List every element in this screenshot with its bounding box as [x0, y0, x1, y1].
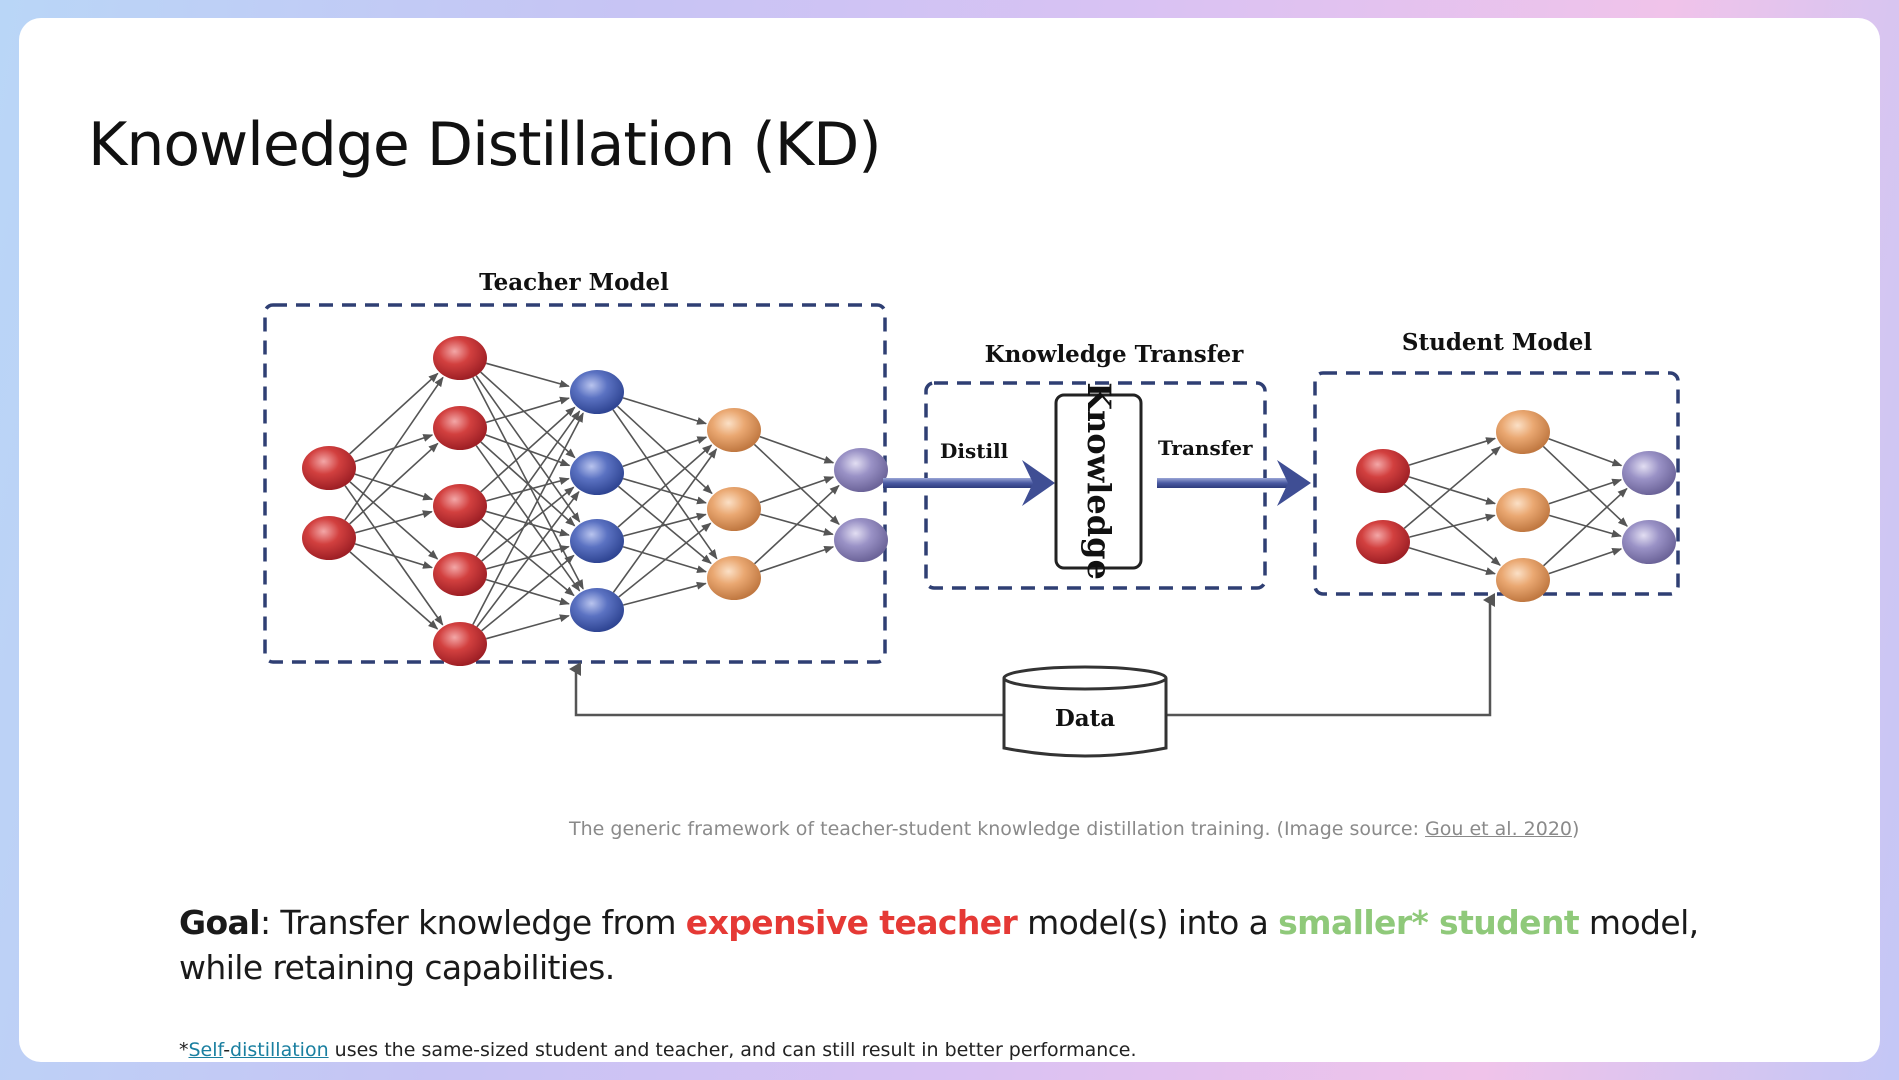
transfer-label: Transfer: [1158, 436, 1253, 460]
teacher-connection: [618, 522, 712, 598]
teacher-connection: [485, 396, 570, 424]
teacher-hidden-blue-node: [570, 370, 624, 414]
teacher-connection: [349, 481, 439, 560]
knowledge-box: [1054, 393, 1143, 570]
student-hidden-orange-node: [1496, 558, 1550, 602]
student-model-frame: [1313, 371, 1680, 596]
teacher-connection: [759, 476, 835, 504]
self-link[interactable]: Self: [188, 1039, 224, 1061]
teacher-hidden-orange-node: [707, 556, 761, 600]
data-to-student-line: [1167, 593, 1495, 717]
slide: Knowledge Distillation (KD): [19, 18, 1880, 1062]
student-output-node: [1622, 451, 1676, 495]
student-connection: [1403, 483, 1501, 566]
caption-source-link[interactable]: Gou et al. 2020: [1425, 818, 1573, 840]
student-connection: [1548, 548, 1623, 575]
teacher-input-node: [433, 406, 487, 450]
teacher-hidden-blue-node: [570, 588, 624, 632]
teacher-input-node: [433, 552, 487, 596]
student-connection: [1542, 445, 1628, 527]
student-connection: [1408, 546, 1496, 575]
teacher-connection: [759, 545, 835, 573]
teacher-hidden-orange-node: [707, 487, 761, 531]
teacher-connection: [344, 376, 444, 521]
teacher-connection: [754, 484, 840, 565]
student-connection: [1408, 476, 1497, 505]
student-input-node: [1356, 449, 1410, 493]
teacher-hidden-orange-node: [707, 408, 761, 452]
student-hidden-orange-node: [1496, 488, 1550, 532]
teacher-connection: [354, 473, 434, 501]
goal-statement: Goal: Transfer knowledge from expensive …: [179, 903, 1699, 987]
distillation-link[interactable]: distillation: [230, 1039, 329, 1061]
network-connections: [344, 362, 1628, 640]
teacher-connection: [480, 406, 576, 493]
teacher-connection: [349, 442, 439, 525]
teacher-connection: [486, 545, 570, 570]
goal-teacher-highlight: expensive teacher: [685, 903, 1018, 942]
teacher-input-node: [433, 622, 487, 666]
data-label: Data: [1055, 705, 1115, 732]
data-to-teacher-line: [569, 662, 1004, 717]
kd-framework-diagram: Teacher Model Knowledge Transfer Student…: [263, 269, 1680, 758]
student-connection: [1408, 437, 1497, 466]
student-output-node: [1622, 520, 1676, 564]
teacher-output-node: [834, 518, 888, 562]
teacher-model-label: Teacher Model: [479, 269, 669, 296]
knowledge-box-label: Knowledge: [1080, 382, 1118, 580]
student-connection: [1409, 513, 1496, 538]
student-connection: [1543, 487, 1628, 567]
transfer-arrow: [1157, 460, 1311, 506]
teacher-connection: [481, 554, 575, 632]
goal-label: Goal: [179, 903, 261, 942]
figure-caption: The generic framework of teacher-student…: [569, 818, 1580, 840]
teacher-connection: [349, 372, 439, 455]
teacher-connection: [472, 412, 584, 626]
distill-arrow: [883, 460, 1055, 506]
teacher-connection: [485, 362, 570, 388]
teacher-connection: [485, 614, 570, 640]
teacher-connection: [476, 490, 580, 628]
teacher-connection: [623, 581, 707, 606]
teacher-input-node: [433, 336, 487, 380]
student-connection: [1403, 446, 1501, 530]
footnote: *Self-distillation uses the same-sized s…: [179, 1039, 1137, 1061]
teacher-connection: [759, 435, 835, 464]
teacher-connection: [616, 405, 713, 495]
teacher-output-node: [834, 448, 888, 492]
teacher-connection: [612, 448, 718, 593]
teacher-connection: [354, 543, 433, 569]
teacher-hidden-blue-node: [570, 519, 624, 563]
teacher-connection: [623, 512, 707, 537]
teacher-input-node: [302, 446, 356, 490]
teacher-connection: [617, 444, 713, 528]
teacher-input-node: [433, 484, 487, 528]
student-connection: [1548, 438, 1623, 467]
teacher-connection: [612, 409, 718, 560]
student-hidden-orange-node: [1496, 410, 1550, 454]
teacher-input-node: [302, 516, 356, 560]
slide-title: Knowledge Distillation (KD): [88, 110, 882, 180]
student-input-node: [1356, 520, 1410, 564]
student-connection: [1548, 478, 1623, 505]
distill-label: Distill: [940, 439, 1009, 463]
teacher-connection: [622, 477, 707, 505]
student-connection: [1548, 514, 1622, 538]
teacher-hidden-blue-node: [570, 451, 624, 495]
goal-student-highlight: smaller* student: [1278, 903, 1580, 942]
teacher-connection: [355, 510, 433, 534]
teacher-connection: [753, 443, 840, 525]
teacher-connection: [480, 371, 576, 459]
data-cylinder: [1002, 665, 1168, 758]
teacher-connection: [485, 578, 570, 606]
teacher-connection: [622, 436, 708, 468]
teacher-connection: [481, 486, 575, 562]
student-model-label: Student Model: [1402, 329, 1593, 356]
teacher-connection: [475, 410, 581, 557]
network-nodes: [302, 336, 1676, 666]
teacher-connection: [486, 477, 570, 502]
teacher-connection: [622, 397, 708, 425]
teacher-connection: [349, 551, 439, 630]
knowledge-transfer-label: Knowledge Transfer: [985, 341, 1245, 368]
